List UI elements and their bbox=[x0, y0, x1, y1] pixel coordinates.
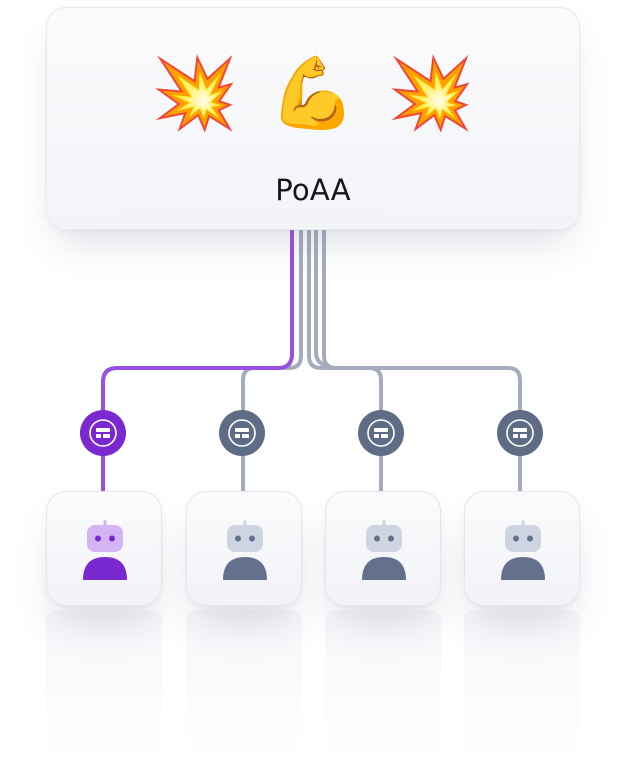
robot-icon bbox=[223, 520, 267, 580]
flexed-biceps-icon: 💪 bbox=[269, 52, 357, 134]
server-icon bbox=[374, 428, 388, 438]
wire-node-4 bbox=[322, 228, 522, 492]
collision-icon: 💥 bbox=[387, 52, 475, 134]
connector-badge-2 bbox=[219, 410, 265, 456]
node-card bbox=[464, 491, 580, 606]
server-icon bbox=[235, 428, 249, 438]
connector-badge-1 bbox=[80, 410, 126, 456]
collision-icon: 💥 bbox=[151, 52, 239, 134]
connector-badge-3 bbox=[358, 410, 404, 456]
node-card-active bbox=[46, 491, 162, 606]
connector-badge-4 bbox=[497, 410, 543, 456]
poaa-card: 💥 💪 💥 PoAA bbox=[46, 7, 580, 230]
emoji-row: 💥 💪 💥 bbox=[47, 48, 579, 138]
server-icon bbox=[96, 428, 110, 438]
wire-node-1 bbox=[101, 228, 294, 492]
node-card bbox=[325, 491, 441, 606]
wire-extra bbox=[314, 228, 330, 368]
server-icon bbox=[513, 428, 527, 438]
robot-icon bbox=[501, 520, 545, 580]
poaa-title: PoAA bbox=[275, 173, 351, 207]
robot-icon bbox=[362, 520, 406, 580]
robot-icon bbox=[83, 520, 127, 580]
node-card bbox=[186, 491, 302, 606]
